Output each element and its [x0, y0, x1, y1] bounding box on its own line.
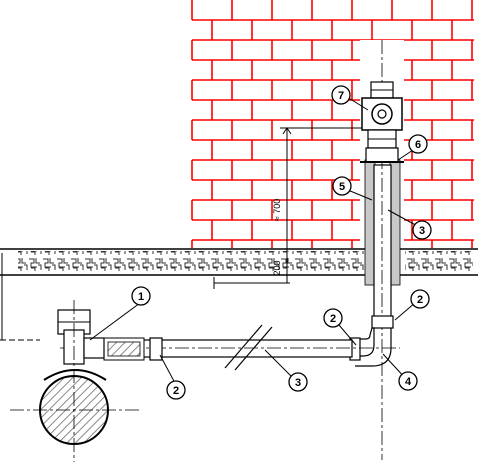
- floor-soil-band: [0, 248, 478, 341]
- callout-3-pipe-label: 3: [295, 377, 301, 389]
- tapping-saddle: [43, 309, 107, 381]
- callout-1: 1: [131, 286, 151, 306]
- callout-3-riser-label: 3: [419, 225, 425, 237]
- callout-3-pipe: 3: [288, 372, 308, 392]
- callout-3-riser: 3: [412, 220, 432, 240]
- height-dimension: [213, 127, 362, 289]
- brick-wall: [191, 0, 474, 250]
- callout-2-right-label: 2: [417, 294, 423, 306]
- callout-2-left: 2: [166, 380, 186, 400]
- callout-6: 6: [408, 134, 428, 154]
- callout-2-right: 2: [410, 289, 430, 309]
- callout-5: 5: [332, 176, 352, 196]
- floor-dimension-label: 200: [272, 260, 282, 275]
- callout-4-label: 4: [405, 376, 412, 388]
- callout-2-left-label: 2: [173, 385, 179, 397]
- callout-5-label: 5: [339, 181, 345, 193]
- callout-7: 7: [331, 85, 351, 105]
- valve-assembly: [360, 81, 404, 163]
- callout-2-middle-label: 2: [330, 313, 336, 325]
- height-dimension-label: ≈ 700: [272, 199, 282, 221]
- main-pipe: [10, 300, 140, 462]
- callout-1-label: 1: [138, 291, 144, 303]
- callout-7-label: 7: [338, 90, 344, 102]
- callout-2-middle: 2: [323, 308, 343, 328]
- callout-6-label: 6: [415, 139, 421, 151]
- pipe-coupling: [103, 337, 163, 361]
- callout-4: 4: [398, 371, 418, 391]
